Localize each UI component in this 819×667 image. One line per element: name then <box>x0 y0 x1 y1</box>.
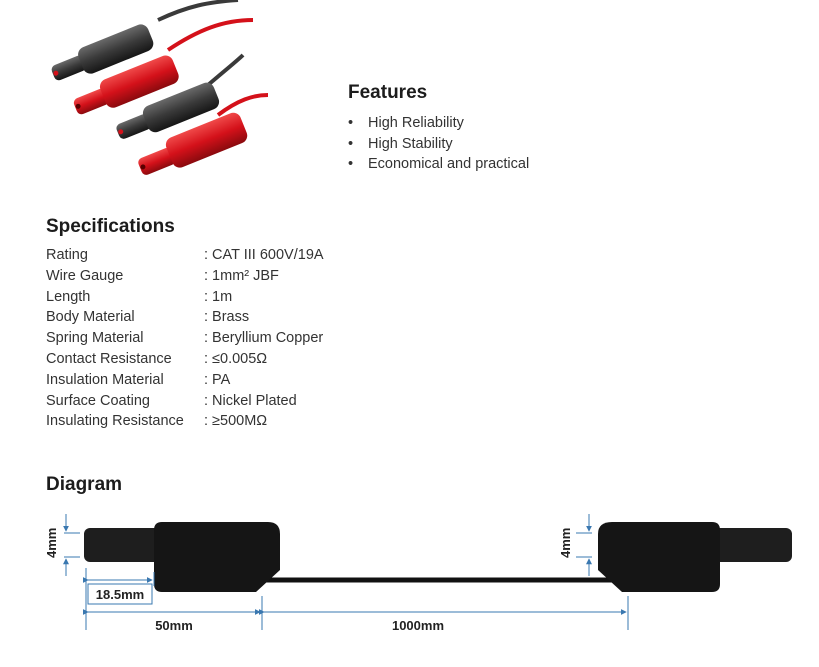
spec-value: : Nickel Plated <box>204 392 297 409</box>
specifications-title: Specifications <box>46 216 175 237</box>
spec-row: Contact Resistance : ≤0.005Ω <box>46 349 324 370</box>
spec-row: Wire Gauge : 1mm² JBF <box>46 266 324 287</box>
spec-value: : Brass <box>204 309 250 326</box>
bullet-icon: • <box>348 156 354 172</box>
spec-label: Length <box>46 288 91 305</box>
feature-item: •High Stability <box>348 134 529 155</box>
features-list: •High Reliability •High Stability •Econo… <box>348 113 529 175</box>
spec-value: : 1m <box>204 288 233 305</box>
spec-value: : ≤0.005Ω <box>204 350 268 367</box>
spec-value: : Beryllium Copper <box>204 330 324 347</box>
spec-value: : PA <box>204 371 231 388</box>
dim-plug-length: 50mm <box>155 618 193 633</box>
left-plug-tip <box>84 528 162 562</box>
spec-label: Insulating Resistance <box>46 413 184 430</box>
bullet-icon: • <box>348 115 354 131</box>
spec-row: Insulation Material : PA <box>46 370 324 391</box>
diagram-title: Diagram <box>46 474 123 495</box>
dim-tip-diameter-left: 4mm <box>44 528 59 558</box>
feature-item: •Economical and practical <box>348 154 529 175</box>
dim-cable-length: 1000mm <box>392 618 444 633</box>
spec-value: : 1mm² JBF <box>204 267 279 284</box>
dim-tip-diameter-right: 4mm <box>558 528 573 558</box>
spec-label: Body Material <box>46 309 135 326</box>
spec-row: Insulating Resistance : ≥500MΩ <box>46 411 324 432</box>
spec-row: Rating : CAT III 600V/19A <box>46 245 324 266</box>
spec-label: Spring Material <box>46 330 144 347</box>
bullet-icon: • <box>348 135 354 152</box>
spec-row: Body Material : Brass <box>46 307 324 328</box>
spec-label: Insulation Material <box>46 371 164 388</box>
feature-item: •High Reliability <box>348 113 529 134</box>
spec-row: Surface Coating : Nickel Plated <box>46 391 324 412</box>
product-photo <box>51 0 269 175</box>
spec-label: Contact Resistance <box>46 350 172 367</box>
spec-row: Spring Material : Beryllium Copper <box>46 328 324 349</box>
spec-value: : ≥500MΩ <box>204 413 268 430</box>
spec-label: Wire Gauge <box>46 267 124 284</box>
right-plug-body <box>598 522 720 592</box>
right-plug-tip <box>712 528 792 562</box>
dim-tip-length: 18.5mm <box>96 587 144 602</box>
features-section: Features •High Reliability •High Stabili… <box>348 82 529 175</box>
specifications-section: Specifications Rating: CAT III 600V/19A … <box>46 216 324 432</box>
spec-label: Surface Coating <box>46 392 150 409</box>
left-plug-body <box>154 522 280 592</box>
spec-row: Length : 1m <box>46 287 324 308</box>
cable-diagram: 4mm 4mm 18.5mm 50mm 1000mm <box>44 514 792 633</box>
spec-label: Rating <box>46 247 88 263</box>
features-title: Features <box>348 82 428 103</box>
spec-value: : CAT III 600V/19A <box>204 247 324 263</box>
